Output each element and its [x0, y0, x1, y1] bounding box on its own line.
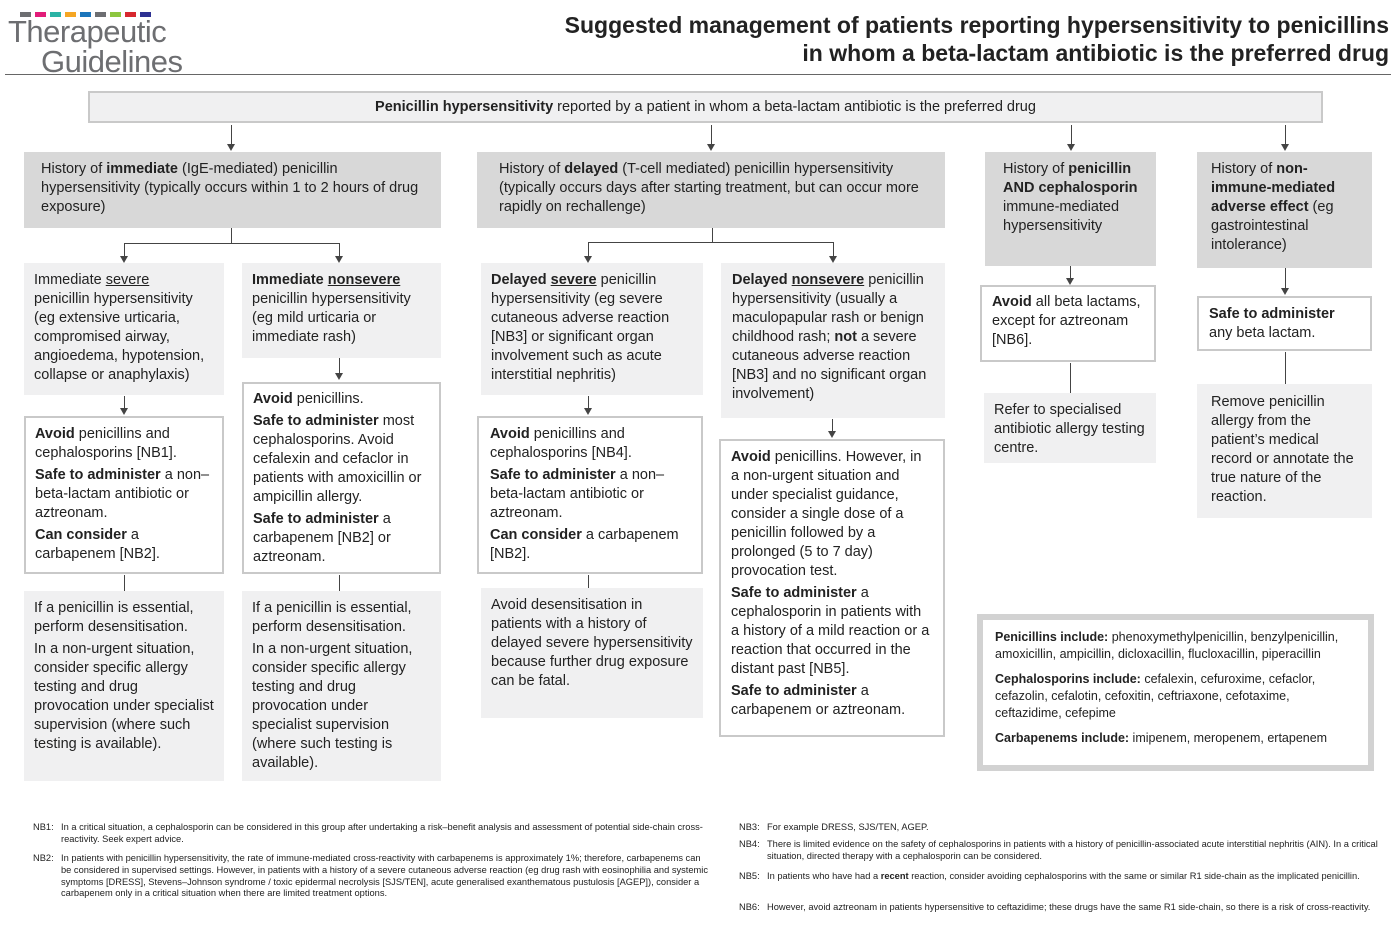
- connector: [588, 242, 833, 243]
- connector: [231, 125, 232, 145]
- non-immune-action-box: Safe to administer any beta lactam.: [1197, 296, 1372, 351]
- delayed-nonsevere-action-box: Avoid penicillins. However, in a non-urg…: [719, 439, 945, 737]
- arrow-icon: [828, 431, 836, 438]
- arrow-icon: [335, 256, 343, 263]
- logo-color-bar: [20, 12, 31, 17]
- connector: [1070, 266, 1071, 278]
- logo-color-bar: [35, 12, 46, 17]
- arrow-icon: [120, 256, 128, 263]
- connector: [711, 125, 712, 145]
- logo-color-bar: [125, 12, 136, 17]
- arrow-icon: [1281, 144, 1289, 151]
- arrow-icon: [584, 408, 592, 415]
- page-title-line-2: in whom a beta-lactam antibiotic is the …: [802, 40, 1389, 66]
- footnote-nb4: NB4:There is limited evidence on the saf…: [739, 839, 1378, 861]
- connector: [588, 242, 589, 256]
- footnote-nb5: NB5:In patients who have had a recent re…: [739, 871, 1360, 881]
- delayed-nonsevere-box: Delayed nonsevere penicillin hypersensit…: [721, 263, 945, 418]
- pen-ceph-note-box: Refer to specialised antibiotic allergy …: [984, 393, 1156, 463]
- immediate-nonsevere-action-box: Avoid penicillins. Safe to administer mo…: [242, 382, 441, 574]
- arrow-icon: [1067, 144, 1075, 151]
- top-box-text: reported by a patient in whom a beta-lac…: [553, 99, 1036, 115]
- logo-color-bar: [50, 12, 61, 17]
- page-title-line-1: Suggested management of patients reporti…: [564, 12, 1389, 38]
- immediate-nonsevere-note-box: If a penicillin is essential, perform de…: [242, 591, 441, 781]
- connector: [833, 242, 834, 256]
- immediate-severe-box: Immediate severe penicillin hypersensiti…: [24, 263, 224, 395]
- connector: [339, 575, 340, 591]
- immediate-severe-note-box: If a penicillin is essential, perform de…: [24, 591, 224, 781]
- drug-class-legend: Penicillins include: phenoxymethylpenici…: [977, 614, 1374, 771]
- connector: [1285, 268, 1286, 288]
- arrow-icon: [584, 256, 592, 263]
- delayed-severe-action-box: Avoid penicillins and cephalosporins [NB…: [477, 416, 703, 574]
- immediate-nonsevere-box: Immediate nonsevere penicillin hypersens…: [242, 263, 441, 358]
- connector: [1285, 125, 1286, 145]
- connector: [588, 396, 589, 409]
- delayed-severe-box: Delayed severe penicillin hypersensitivi…: [481, 263, 703, 395]
- delayed-severe-note-box: Avoid desensitisation in patients with a…: [481, 588, 703, 718]
- immediate-heading-box: History of immediate (IgE-mediated) peni…: [24, 152, 441, 228]
- arrow-icon: [227, 144, 235, 151]
- connector: [124, 396, 125, 409]
- connector: [124, 243, 339, 244]
- arrow-icon: [829, 256, 837, 263]
- header-divider: [5, 74, 1391, 75]
- footnote-nb6: NB6:However, avoid aztreonam in patients…: [739, 902, 1371, 912]
- logo-color-bar: [110, 12, 121, 17]
- arrow-icon: [707, 144, 715, 151]
- logo-color-bar: [65, 12, 76, 17]
- therapeutic-guidelines-logo: Therapeutic Guidelines: [8, 8, 208, 77]
- connector: [588, 575, 589, 589]
- connector: [124, 575, 125, 591]
- logo-color-bar: [95, 12, 106, 17]
- connector: [124, 243, 125, 256]
- connector: [1070, 363, 1071, 393]
- immediate-severe-action-box: Avoid penicillins and cephalosporins [NB…: [24, 416, 224, 574]
- logo-color-bar: [140, 12, 151, 17]
- connector: [1071, 125, 1072, 145]
- arrow-icon: [1066, 278, 1074, 285]
- connector: [231, 228, 232, 244]
- top-box-penicillin-hypersensitivity: Penicillin hypersensitivity reported by …: [88, 91, 1323, 123]
- non-immune-note-box: Remove penicillin allergy from the patie…: [1197, 384, 1372, 518]
- delayed-heading-box: History of delayed (T-cell mediated) pen…: [477, 152, 945, 228]
- pen-ceph-heading-box: History of penicillin AND cephalosporin …: [985, 152, 1156, 266]
- connector: [339, 358, 340, 373]
- footnote-nb2: NB2:In patients with penicillin hypersen…: [33, 853, 709, 899]
- connector: [832, 419, 833, 431]
- logo-line-1: Therapeutic: [8, 14, 167, 49]
- top-box-bold: Penicillin hypersensitivity: [375, 99, 554, 115]
- arrow-icon: [1281, 288, 1289, 295]
- connector: [1285, 352, 1286, 384]
- pen-ceph-action-box: Avoid all beta lactams, except for aztre…: [980, 285, 1156, 362]
- connector: [339, 243, 340, 256]
- footnote-nb1: NB1:In a critical situation, a cephalosp…: [33, 822, 703, 844]
- footnote-nb3: NB3:For example DRESS, SJS/TEN, AGEP.: [739, 822, 929, 832]
- non-immune-heading-box: History of non-immune-mediated adverse e…: [1197, 152, 1372, 268]
- arrow-icon: [335, 373, 343, 380]
- page-title: Suggested management of patients reporti…: [489, 11, 1389, 67]
- logo-line-2: Guidelines: [41, 44, 183, 79]
- arrow-icon: [120, 408, 128, 415]
- connector: [712, 228, 713, 243]
- logo-color-bar: [80, 12, 91, 17]
